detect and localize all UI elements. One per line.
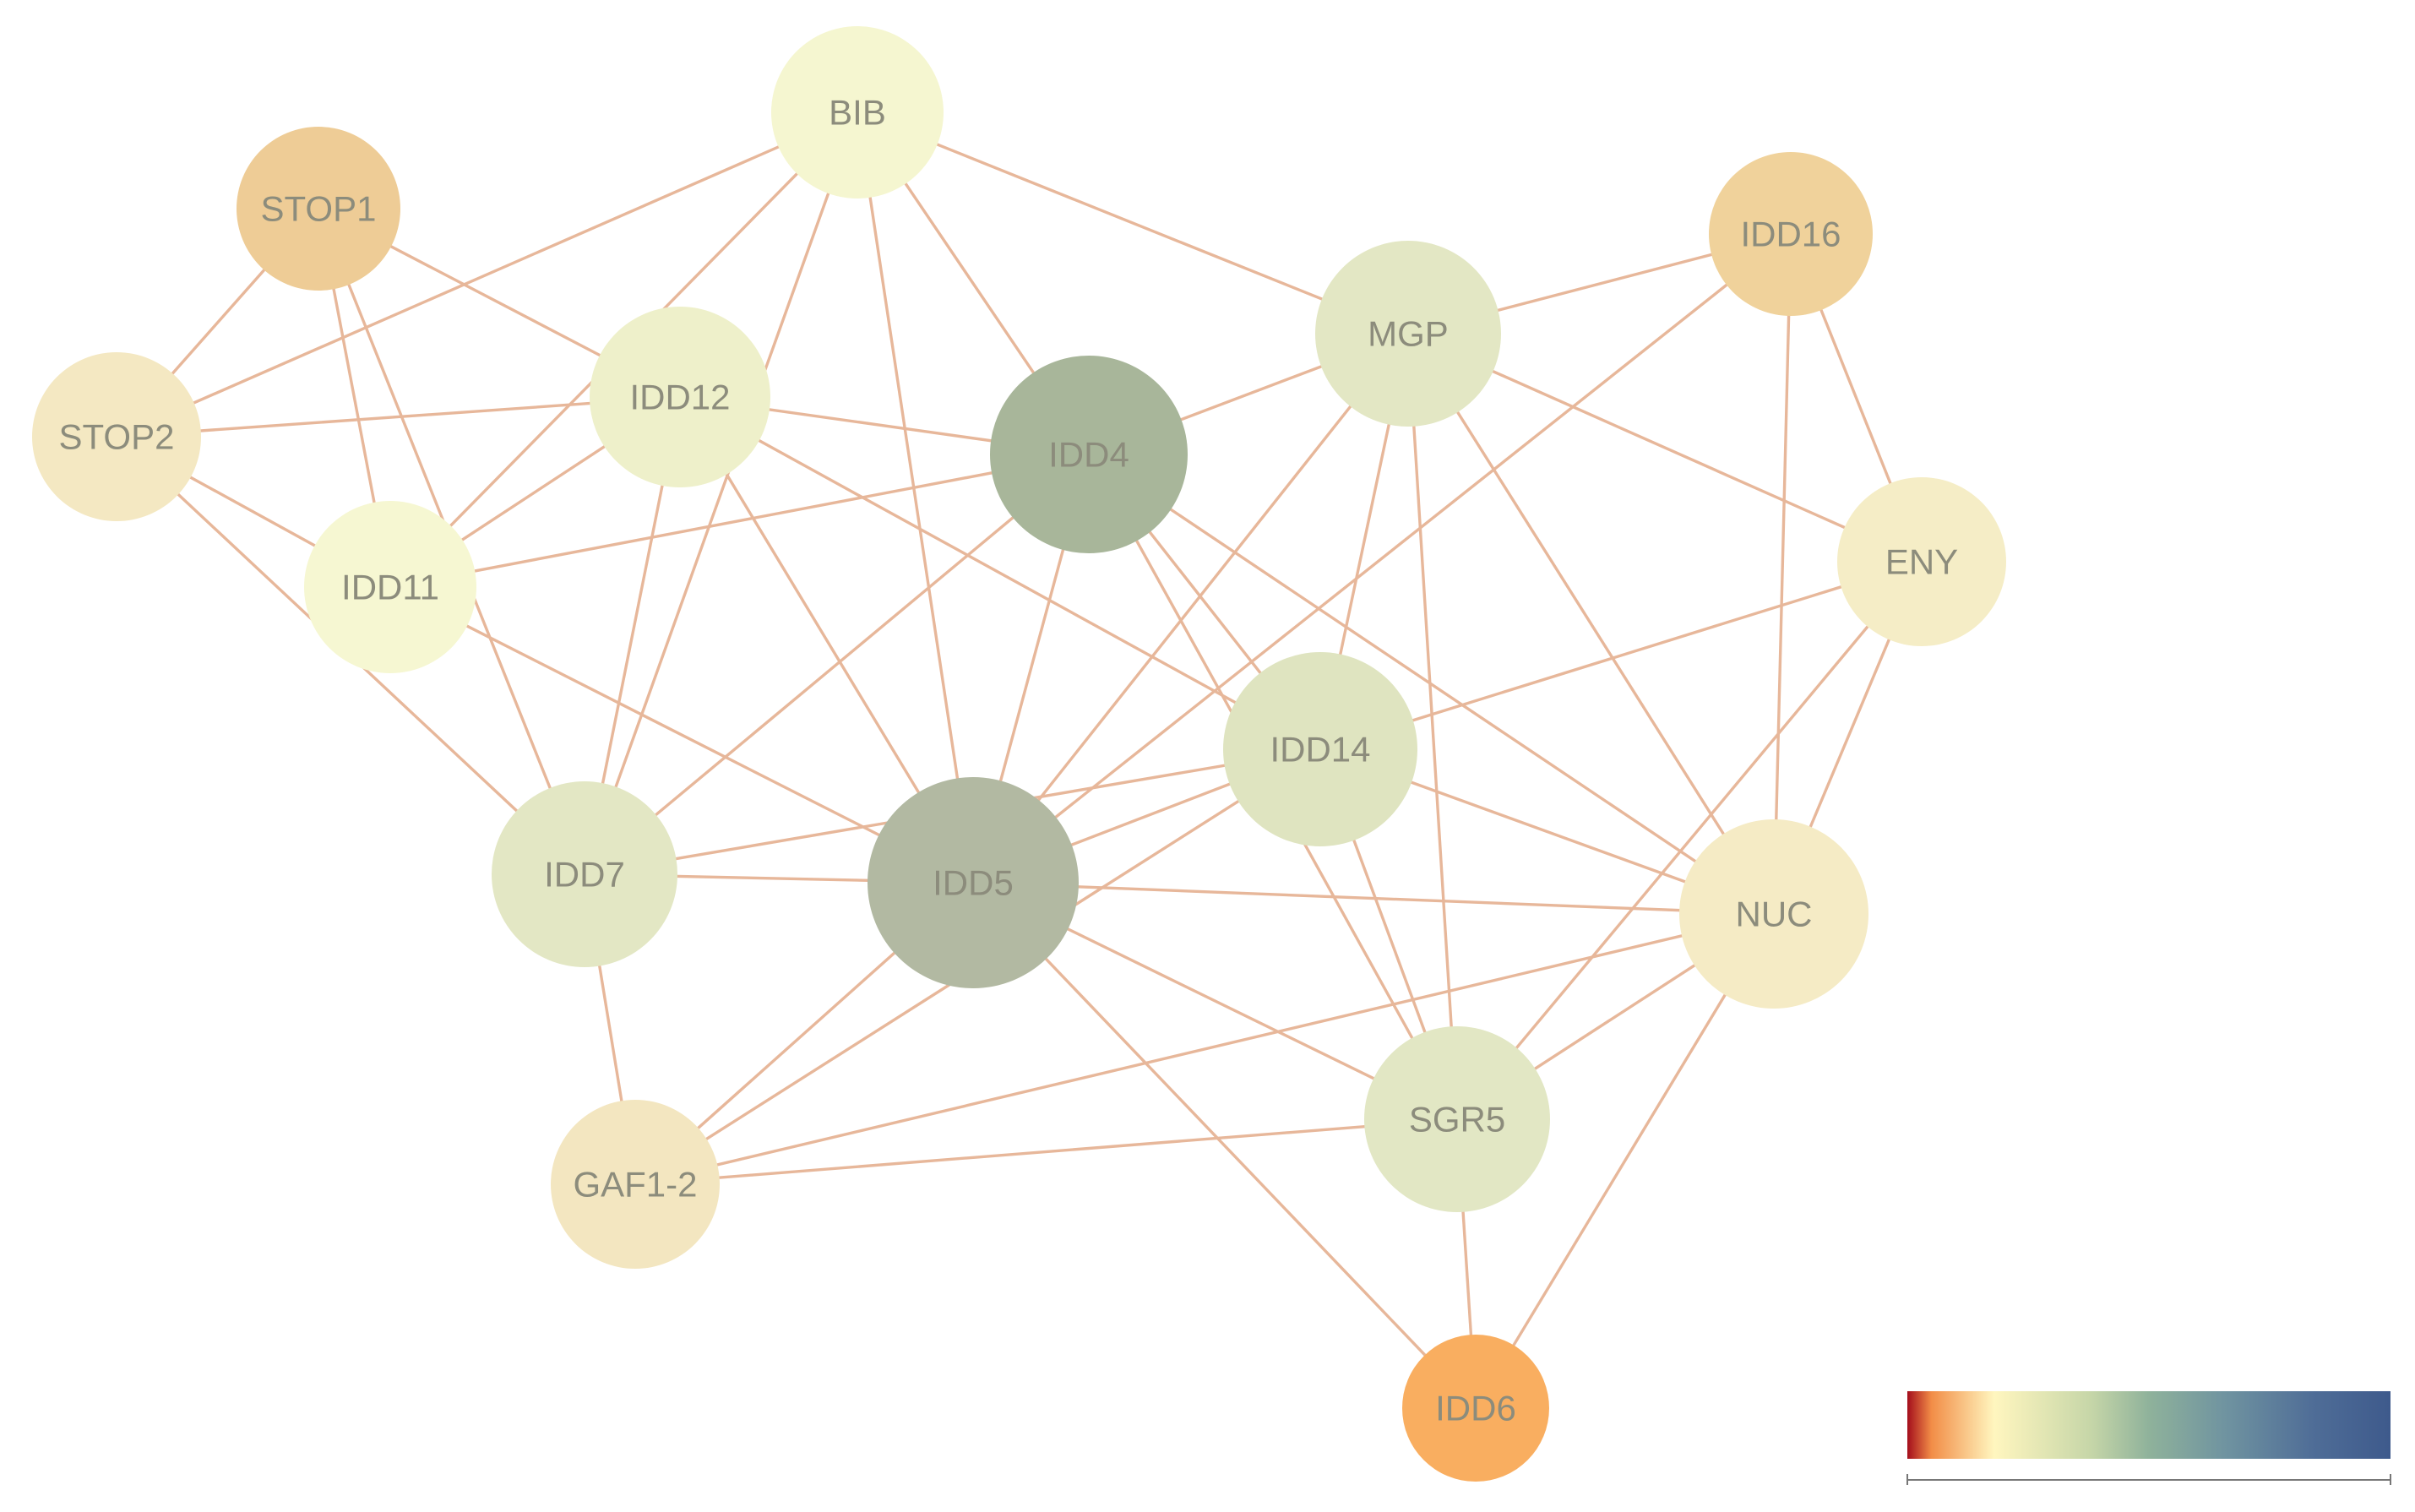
- node-label: IDD12: [629, 378, 730, 417]
- node-sgr5: SGR5: [1364, 1026, 1550, 1212]
- node-label: ENY: [1885, 542, 1958, 582]
- edge-idd5-nuc: [972, 881, 1775, 916]
- node-circle: [1679, 819, 1868, 1009]
- edge-idd4-idd7: [583, 453, 1091, 876]
- edge-eny-idd14: [1319, 560, 1923, 751]
- edge-mgp-nuc: [1406, 333, 1776, 915]
- node-gaf1-2: GAF1-2: [551, 1100, 720, 1269]
- node-circle: [237, 127, 400, 291]
- node-circle: [868, 777, 1079, 988]
- edge-idd16-idd5: [971, 232, 1792, 884]
- edge-sgr5-gaf1-2: [634, 1118, 1458, 1186]
- node-label: MGP: [1368, 314, 1449, 354]
- node-circle: [492, 781, 677, 967]
- node-circle: [590, 307, 770, 487]
- node-circle: [1837, 477, 2006, 646]
- edge-idd11-idd4: [389, 453, 1090, 589]
- edge-nuc-gaf1-2: [634, 912, 1775, 1186]
- node-circle: [1709, 152, 1873, 316]
- node-idd14: IDD14: [1223, 652, 1417, 846]
- color-legend: [1906, 1391, 2391, 1485]
- node-label: BIB: [829, 93, 886, 133]
- node-label: IDD6: [1435, 1389, 1516, 1428]
- node-stop2: STOP2: [32, 352, 201, 521]
- node-label: IDD7: [544, 855, 625, 895]
- node-eny: ENY: [1837, 477, 2006, 646]
- node-circle: [1223, 652, 1417, 846]
- edge-bib-idd5: [856, 111, 975, 884]
- node-circle: [551, 1100, 720, 1269]
- node-label: IDD5: [933, 863, 1014, 903]
- edge-idd11-idd5: [389, 585, 974, 884]
- edge-mgp-sgr5: [1406, 333, 1459, 1120]
- node-stop1: STOP1: [237, 127, 400, 291]
- node-mgp: MGP: [1315, 241, 1501, 427]
- node-label: IDD14: [1270, 730, 1370, 770]
- edge-idd16-nuc: [1772, 233, 1792, 915]
- edge-bib-mgp: [857, 111, 1409, 335]
- node-label: STOP2: [59, 417, 175, 457]
- node-idd5: IDD5: [868, 777, 1079, 988]
- node-circle: [304, 501, 476, 673]
- legend-gradient-bar: [1907, 1391, 2391, 1459]
- node-label: SGR5: [1409, 1100, 1505, 1139]
- node-circle: [1364, 1026, 1550, 1212]
- edge-stop2-idd12: [116, 395, 681, 438]
- node-label: NUC: [1736, 895, 1813, 934]
- node-idd11: IDD11: [304, 501, 476, 673]
- node-circle: [32, 352, 201, 521]
- node-circle: [990, 356, 1188, 553]
- node-circle: [1315, 241, 1501, 427]
- node-nuc: NUC: [1679, 819, 1868, 1009]
- node-idd6: IDD6: [1402, 1335, 1549, 1482]
- edge-idd5-idd6: [971, 881, 1477, 1410]
- node-label: STOP1: [261, 189, 377, 229]
- node-circle: [771, 26, 944, 199]
- edge-eny-sgr5: [1455, 560, 1923, 1121]
- edge-mgp-eny: [1407, 332, 1923, 563]
- node-idd16: IDD16: [1709, 152, 1873, 316]
- node-idd12: IDD12: [590, 307, 770, 487]
- node-idd4: IDD4: [990, 356, 1188, 553]
- node-bib: BIB: [771, 26, 944, 199]
- edge-mgp-idd5: [971, 332, 1410, 884]
- node-label: IDD16: [1740, 215, 1841, 254]
- node-label: IDD4: [1048, 435, 1129, 475]
- edge-nuc-idd6: [1474, 913, 1776, 1409]
- edges-layer: [115, 111, 1923, 1410]
- node-label: GAF1-2: [573, 1165, 697, 1205]
- edge-bib-idd7: [583, 111, 859, 875]
- node-label: IDD11: [341, 568, 439, 607]
- node-idd7: IDD7: [492, 781, 677, 967]
- node-circle: [1402, 1335, 1549, 1482]
- edge-bib-stop2: [116, 111, 858, 438]
